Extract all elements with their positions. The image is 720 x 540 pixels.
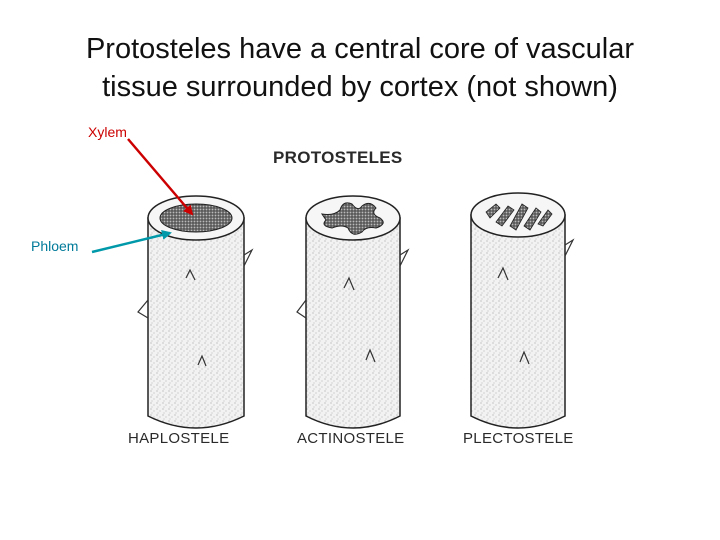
- xylem-label: Xylem: [88, 124, 127, 140]
- phloem-label: Phloem: [31, 238, 78, 254]
- haplostele-cylinder: [138, 196, 252, 428]
- haplostele-xylem-core: [160, 204, 232, 232]
- actinostele-label: ACTINOSTELE: [297, 430, 405, 447]
- plectostele-label: PLECTOSTELE: [463, 430, 574, 447]
- actinostele-cylinder: [297, 196, 408, 428]
- figure-heading: PROTOSTELES: [273, 148, 403, 168]
- plectostele-cylinder: [471, 193, 573, 428]
- haplostele-label: HAPLOSTELE: [128, 430, 229, 447]
